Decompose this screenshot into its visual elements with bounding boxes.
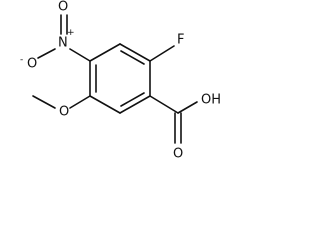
bond-c-oh (177, 101, 198, 114)
bond-ring-double-1 (120, 50, 145, 65)
structure-diagram: F OH O N + O O - O (20, 0, 221, 162)
nitro-nitrogen-charge: + (67, 28, 75, 38)
methoxy-oxygen-label: O (59, 105, 69, 120)
hydroxyl-label: OH (201, 93, 221, 108)
bond-ring-carboxyl (149, 95, 179, 114)
bond-ring-4 (89, 95, 121, 114)
bond-ring-6 (89, 43, 121, 62)
nitro-oxygen-left-charge: - (20, 55, 23, 65)
carbonyl-oxygen-label: O (173, 147, 183, 162)
bond-ring-3 (119, 95, 151, 114)
nitro-nitrogen-label: N (58, 36, 68, 51)
bond-o-methyl (32, 95, 56, 109)
fluorine-label: F (177, 33, 184, 48)
bond-ring-1 (119, 43, 151, 62)
bond-n-o-single (37, 48, 56, 59)
bond-ring-methoxy-o (69, 95, 91, 109)
nitro-oxygen-top-label: O (58, 0, 68, 15)
nitro-oxygen-left-label: O (27, 57, 37, 72)
benzene-ring (89, 43, 151, 114)
bond-c-f (149, 45, 175, 62)
bond-ring-nitro (69, 48, 91, 62)
bond-ring-double-2 (120, 92, 145, 107)
